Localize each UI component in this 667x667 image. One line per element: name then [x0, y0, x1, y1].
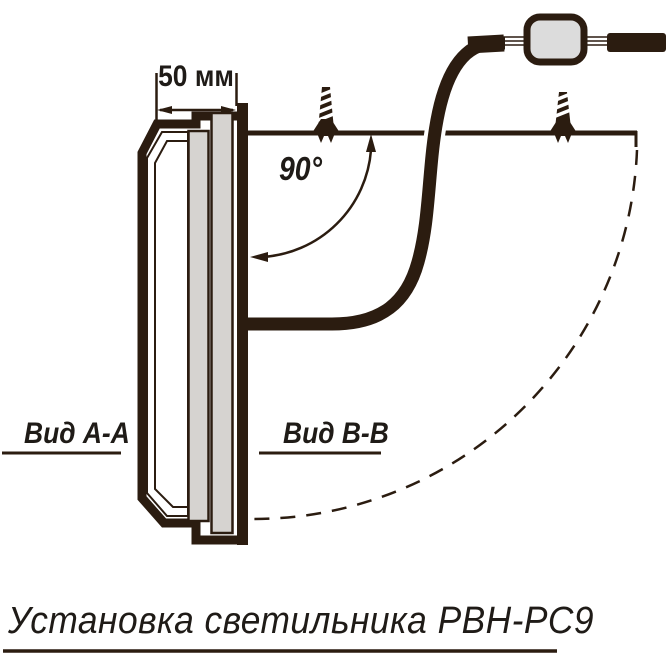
angle-label: 90° [279, 150, 322, 187]
power-cable [248, 32, 506, 335]
dimension-50mm [155, 73, 238, 128]
view-b-label: Вид В-В [283, 417, 389, 450]
swing-range-dashed-arc [253, 149, 639, 521]
page-title: Установка светильника РВН-РС9 [8, 600, 595, 642]
angle-arc [250, 134, 376, 262]
luminaire-cross-section [137, 103, 248, 545]
cable-end-sleeve [467, 34, 505, 54]
supply-cable [607, 33, 666, 52]
dimension-label: 50 мм [158, 60, 234, 93]
dim-arrowhead-left [157, 106, 172, 114]
junction-box [523, 13, 588, 66]
luminaire-bezel-inner [154, 140, 189, 508]
arrowhead-up [366, 134, 376, 152]
screw-icon [312, 87, 340, 143]
luminaire-panel-rear [210, 111, 234, 535]
view-a-label: Вид А-А [24, 417, 130, 450]
luminaire-panel-front [187, 129, 210, 523]
arrowhead-left [250, 252, 268, 262]
screw-icon [549, 91, 577, 143]
